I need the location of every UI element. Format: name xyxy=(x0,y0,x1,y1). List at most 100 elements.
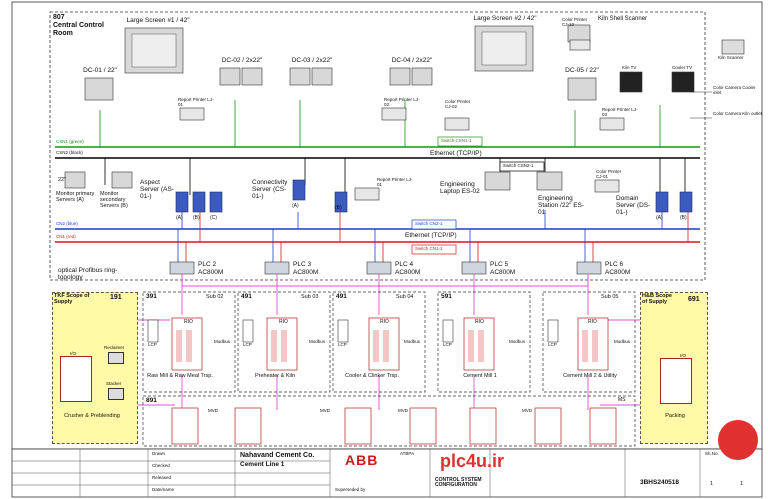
tb-company: Nahavand Cement Co. xyxy=(240,452,315,459)
area3-sub: Sub 04 xyxy=(396,294,414,300)
rio-label-3: RIO xyxy=(380,319,389,325)
tkf-title: TKF Scope of Supply xyxy=(54,293,90,305)
switch-cn21-label: Switch CN2-1 xyxy=(415,221,443,226)
area5-sub: Sub 05 xyxy=(601,294,619,300)
tb-dept: ATBPA xyxy=(400,451,415,456)
plc6-name: PLC 6 xyxy=(605,261,624,268)
area-sub05-box xyxy=(542,291,636,393)
connectivity-b: (B) xyxy=(335,205,342,211)
lcp-label-5: LCP xyxy=(548,342,557,347)
area5-desc: Cement Mill 2 & Utility xyxy=(563,373,617,379)
camera-kiln-outlet-label: Color Camera Kiln outlet xyxy=(713,111,763,116)
room-title-2: Room xyxy=(53,30,73,37)
modbus-label-5: Modbus xyxy=(614,339,631,344)
client-dc05: DC-05 / 22" xyxy=(565,67,599,74)
tb-released: Released xyxy=(152,475,172,480)
modbus-label-2: Modbus xyxy=(309,339,326,344)
hb-code: 691 xyxy=(688,296,700,303)
tkf-code: 191 xyxy=(110,294,122,301)
rio-label-5: RIO xyxy=(588,319,597,325)
row-891-box xyxy=(142,395,636,447)
watermark: plc4u.ir xyxy=(440,451,505,471)
switch-csn11-label: Switch CSN1-1 xyxy=(441,138,472,143)
area2-code: 491 xyxy=(241,293,252,300)
tb-doc-no: 3BHS240518 xyxy=(640,479,680,486)
plc2-name: PLC 2 xyxy=(198,261,217,268)
area-591-box xyxy=(437,291,531,393)
tb-sheet-label: Sh.No. xyxy=(705,451,719,456)
plc4-model: AC800M xyxy=(395,269,421,276)
plc5-name: PLC 5 xyxy=(490,261,509,268)
plc4-rack xyxy=(366,261,392,275)
cooler-tv-label: Cooler TV xyxy=(672,65,693,70)
plc5-rack xyxy=(461,261,487,275)
area2-sub: Sub 03 xyxy=(301,294,319,300)
aspect-b: (B) xyxy=(193,215,200,221)
printer-lj03: Report Printer LJ-03 xyxy=(602,107,638,117)
plc2-model: AC800M xyxy=(198,269,224,276)
domain-server-label: Domain Server (DS-01-) xyxy=(616,195,651,216)
camera-cooler-inlet-label: Color Camera Cooler inlet xyxy=(713,85,756,95)
modbus-label-1: Modbus xyxy=(214,339,231,344)
mvd-label-1: MVD xyxy=(208,408,218,413)
lcp-label-3: LCP xyxy=(338,342,347,347)
tkf-cabinet xyxy=(60,356,92,402)
tb-sheets-val: 1 xyxy=(740,481,744,487)
tb-sheet-val: 1 xyxy=(710,481,714,487)
area2-desc: Preheater & Kiln xyxy=(254,373,296,379)
plc5-model: AC800M xyxy=(490,269,516,276)
switch-csn21-label: Switch CSN2-1 xyxy=(503,163,534,168)
tb-line: Cement Line 1 xyxy=(240,461,285,468)
aspect-a: (A) xyxy=(176,215,183,221)
room-title-1: Central Control xyxy=(53,22,104,29)
aspect-server-label: Aspect Server (AS-01-) xyxy=(140,179,174,200)
eng-laptop-label: Engineering Laptop ES-02 xyxy=(440,181,480,195)
rio-label-1: RIO xyxy=(184,319,193,325)
cn2-label: CN2 (blue) xyxy=(56,221,78,226)
tb-date-name: Date/name xyxy=(152,487,175,492)
area4-desc: Cement Mill 1 xyxy=(463,373,497,379)
profibus-label: optical Profibus ring-topology xyxy=(58,267,118,281)
area3-code: 491 xyxy=(336,293,347,300)
modbus-label-4: Modbus xyxy=(509,339,526,344)
hb-io: I/O xyxy=(680,353,687,358)
kiln-shell-scanner-label: Kiln Shell Scanner xyxy=(598,16,648,22)
area-491a-box xyxy=(237,291,331,393)
tb-checked: Checked xyxy=(152,463,170,468)
rio-label-4: RIO xyxy=(475,319,484,325)
tkf-io: I/O xyxy=(70,351,77,356)
plc4-name: PLC 4 xyxy=(395,261,414,268)
control-room-frame xyxy=(49,11,706,281)
modbus-label-3: Modbus xyxy=(404,339,421,344)
domain-b: (B) xyxy=(680,215,687,221)
client-dc04: DC-04 / 2x22" xyxy=(391,57,433,64)
printer-cj10: Color Printer CJ-10 xyxy=(562,17,588,27)
tb-doc-title: CONTROL SYSTEM CONFIGURATION xyxy=(435,477,482,489)
watermark-logo-icon xyxy=(718,420,758,460)
area-391-box xyxy=(142,291,236,393)
plc6-model: AC800M xyxy=(605,269,631,276)
mvd-label-4: MVD xyxy=(522,408,532,413)
rio-label-2: RIO xyxy=(279,319,288,325)
aspect-c: (C) xyxy=(210,215,217,221)
monitor-secondary-label: Monitor secondary Servers (B) xyxy=(100,191,128,209)
tkf-stacker: Stacker xyxy=(106,381,122,386)
tkf-desc: Crusher & Preblending xyxy=(64,413,120,419)
area-491b-box xyxy=(332,291,426,393)
side-note-top xyxy=(14,120,44,250)
domain-a: (A) xyxy=(656,215,663,221)
kiln-tv-label: Kiln TV xyxy=(622,65,637,70)
hb-title: H&B Scope of Supply xyxy=(642,293,672,305)
row-891-code: 891 xyxy=(146,397,157,404)
eng-station-label: Engineering Station /22" ES-01 xyxy=(538,195,585,216)
csn2-label: CSN2 (black) xyxy=(56,150,83,155)
csn1-label: CSN1 (green) xyxy=(56,139,84,144)
plc6-rack xyxy=(576,261,602,275)
printer-cj01: Color Printer CJ-01 xyxy=(596,169,622,179)
tb-drawn: Drawn xyxy=(152,451,166,456)
monitor-primary-label: Monitor primary Servers (A) xyxy=(56,191,95,203)
printer-lj01b: Report Printer LJ-01 xyxy=(377,177,413,187)
large-screen-1-label: Large Screen #1 / 42" xyxy=(126,17,190,24)
monitor-size-label: 22" xyxy=(58,177,67,183)
ms-label: MS xyxy=(618,397,626,403)
